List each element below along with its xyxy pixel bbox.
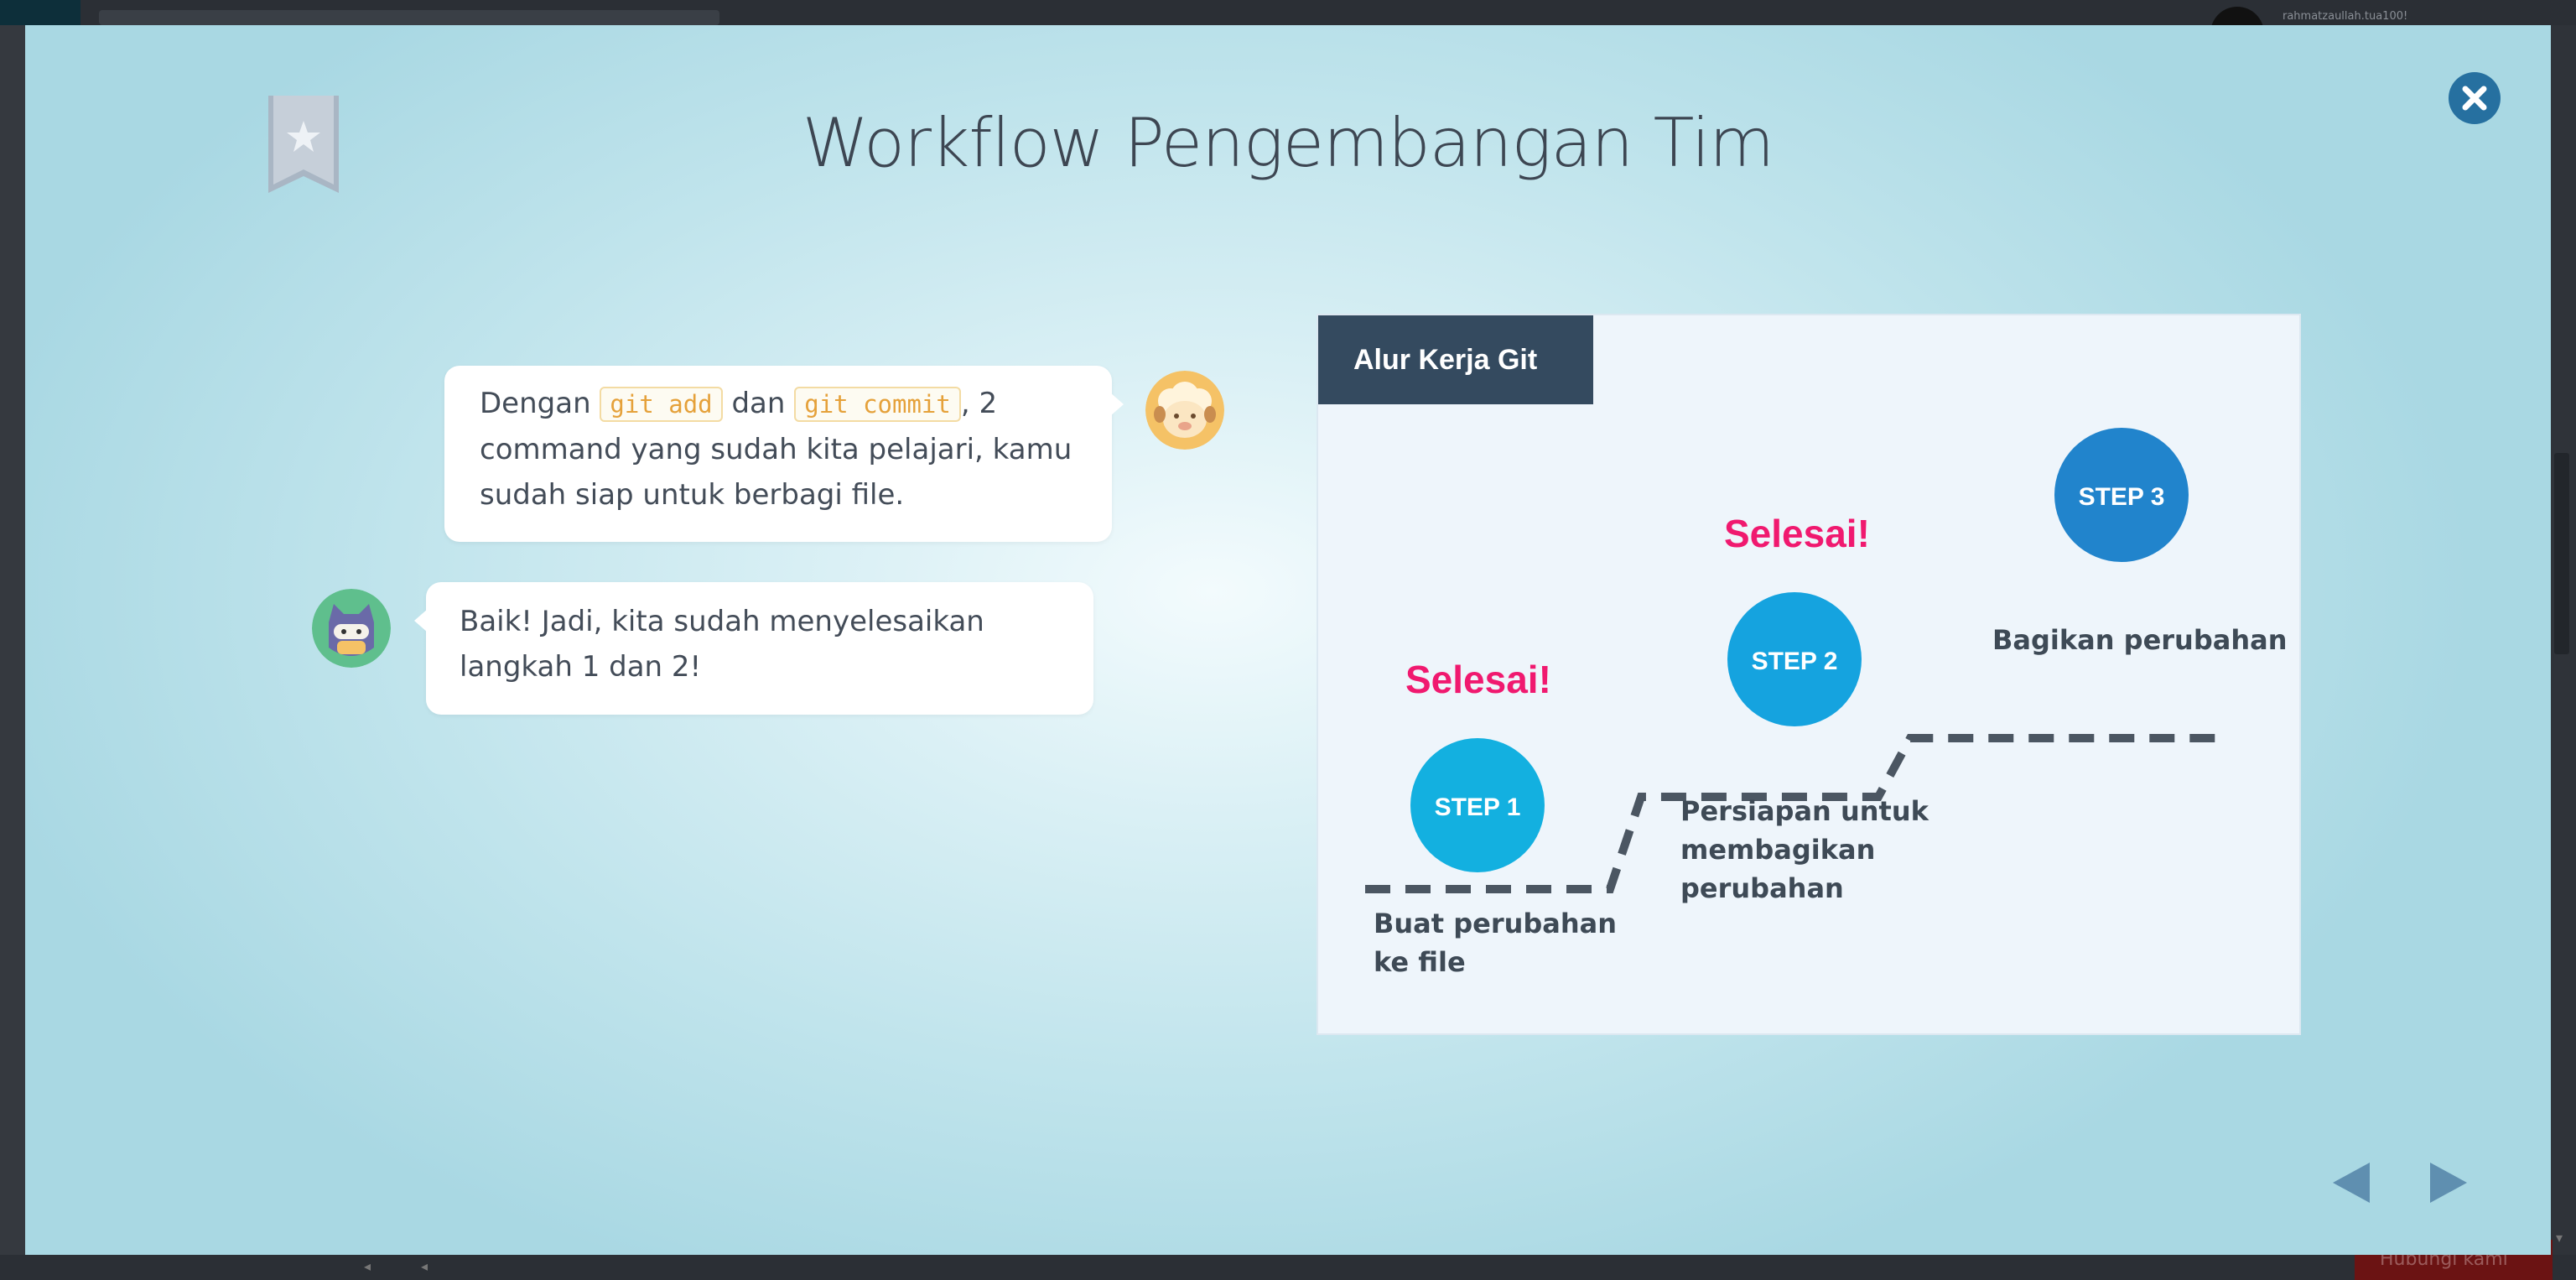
git-workflow-panel: Selesai! STEP 1 Buat perubahan ke file S…: [1317, 314, 2301, 1035]
sidebar-strip: [0, 25, 25, 1255]
step-1-status: Selesai!: [1405, 658, 1551, 701]
code-snippet-git-commit: git commit: [794, 387, 961, 422]
bubble-tail: [1110, 393, 1124, 416]
scroll-left-icon: ◂: [364, 1258, 371, 1274]
sheep-avatar-icon: [1145, 371, 1224, 450]
chat-bubble-student: Baik! Jadi, kita sudah menyelesaikan lan…: [414, 582, 1093, 715]
step-1-circle: [1410, 738, 1545, 872]
next-arrow-icon[interactable]: [2428, 1161, 2470, 1205]
username-label: rahmatzaullah.tua100!: [2283, 10, 2408, 23]
step-1-badge: STEP 1: [1435, 793, 1521, 821]
search-bar: [99, 10, 719, 25]
close-button[interactable]: [2449, 72, 2501, 124]
chat-text: Dengan: [480, 387, 600, 420]
git-workflow-diagram: Selesai! STEP 1 Buat perubahan ke file S…: [1365, 428, 2287, 978]
chat-bubble-mentor: Dengan git add dan git commit, 2 command…: [444, 366, 1124, 542]
page-title: Workflow Pengembangan Tim: [802, 104, 1774, 182]
previous-arrow-icon[interactable]: [2329, 1161, 2371, 1205]
step-3-circle: [2054, 428, 2189, 562]
bottom-bar: [0, 1255, 2576, 1280]
chat-text: Baik! Jadi, kita sudah menyelesaikan lan…: [460, 605, 984, 684]
staircase-path: [1365, 734, 2215, 893]
bubble-tail: [414, 609, 428, 632]
step-2-status: Selesai!: [1724, 512, 1870, 555]
bookmark-icon[interactable]: [268, 96, 339, 193]
panel-header: Alur Kerja Git: [1318, 315, 1593, 404]
scrollbar-thumb: [2554, 453, 2569, 654]
scroll-left-icon-2: ◂: [421, 1258, 428, 1274]
step-3-label-line-1: Bagikan perubahan: [1992, 624, 2287, 656]
step-2-label-line-3: perubahan: [1680, 872, 1844, 904]
close-icon: [2462, 86, 2487, 111]
step-2-label-line-2: membagikan: [1680, 834, 1875, 866]
chat-text: dan: [722, 387, 795, 420]
lesson-modal: Workflow Pengembangan Tim Dengan git add…: [25, 25, 2551, 1255]
step-2-badge: STEP 2: [1752, 648, 1838, 675]
chat-text: , 2 command yang sudah kita pelajari, ka…: [480, 387, 1072, 512]
scroll-down-icon: ▾: [2556, 1230, 2563, 1246]
ninja-cat-avatar-icon: [312, 589, 391, 668]
step-1-label-line-1: Buat perubahan: [1374, 908, 1617, 939]
step-2-label-line-1: Persiapan untuk: [1680, 795, 1929, 827]
step-2-circle: [1727, 592, 1862, 726]
step-3-badge: STEP 3: [2079, 483, 2165, 511]
step-1-label-line-2: ke file: [1374, 946, 1466, 978]
code-snippet-git-add: git add: [600, 387, 723, 422]
